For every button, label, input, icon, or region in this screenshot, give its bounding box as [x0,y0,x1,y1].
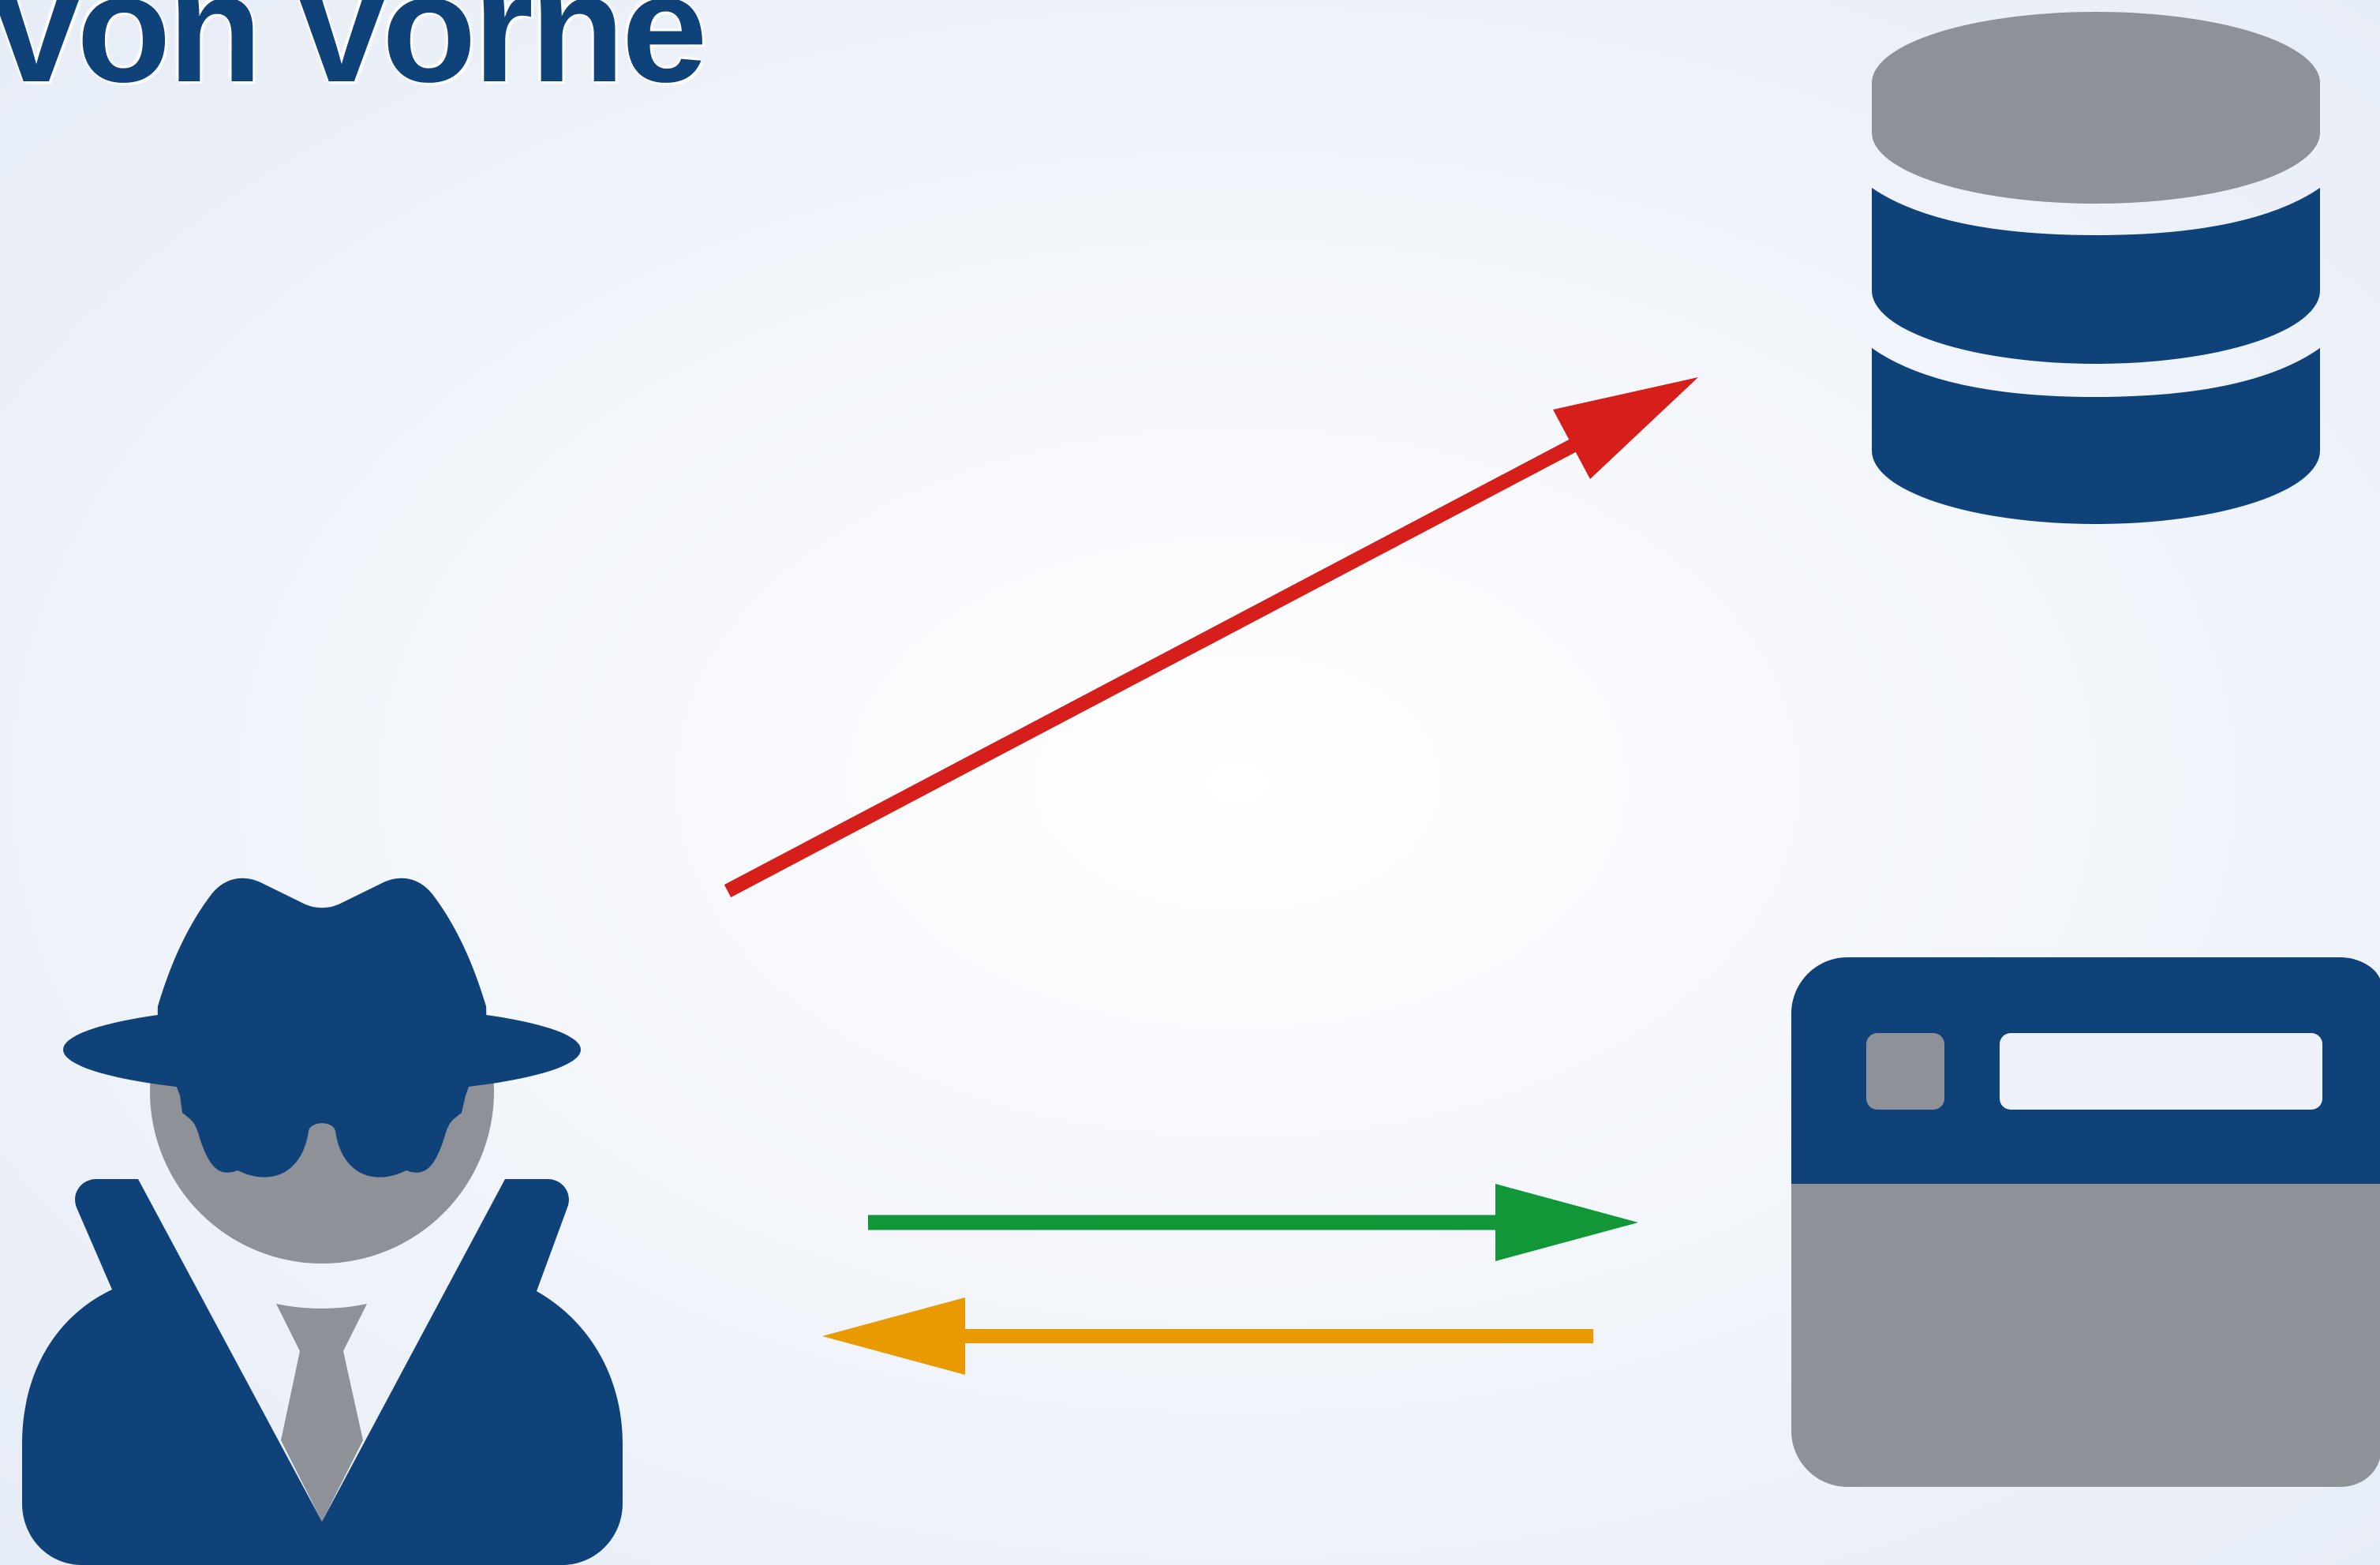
spy-tie [276,1304,367,1522]
spy-body [22,1179,623,1565]
browser-address-bar [2000,1033,2322,1110]
database-disk-bottom [1872,348,2320,524]
arrow-attacker-to-application [868,1184,1638,1261]
database-disk-middle [1872,188,2320,364]
slide-title: von vorne [0,0,708,114]
browser-window-icon [1791,957,2380,1487]
database-icon [1872,12,2320,524]
arrow-attacker-to-database [724,377,1698,897]
spy-glasses [180,1095,466,1177]
spy-icon [22,878,623,1565]
database-disk-top [1872,12,2320,204]
browser-window-button [1866,1033,1944,1110]
browser-window-body [1791,1184,2380,1487]
spy-hat-crown [157,878,487,1095]
arrow-application-to-attacker [822,1297,1593,1375]
